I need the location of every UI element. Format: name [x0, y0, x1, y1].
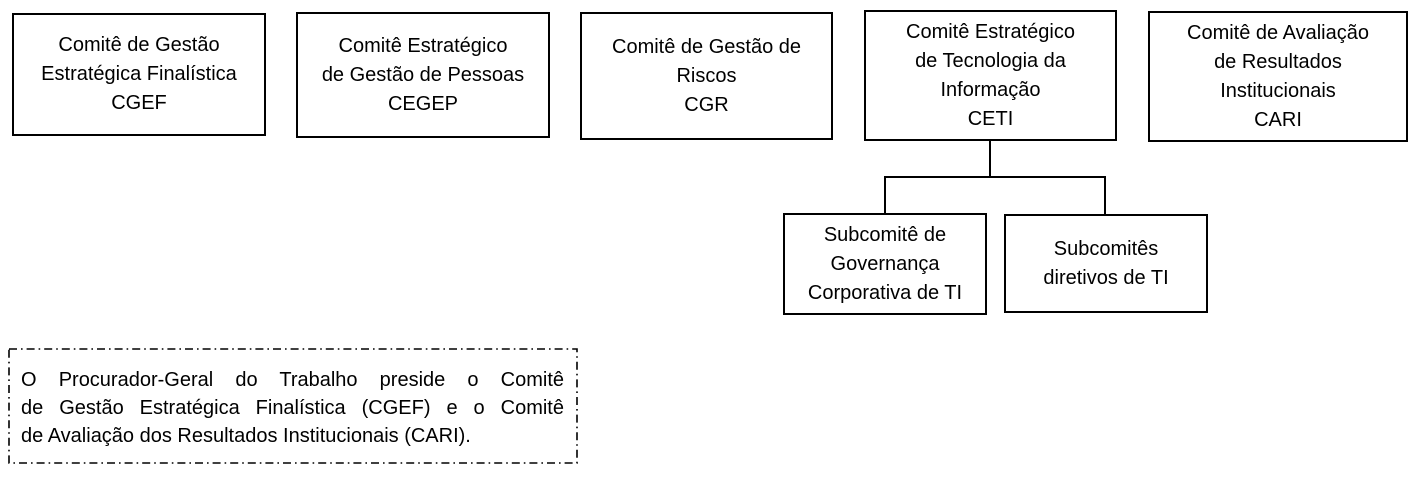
- committee-label-line: de Gestão de Pessoas: [321, 63, 525, 86]
- subcommittee-label-line: Subcomitês: [1053, 237, 1159, 260]
- committee-label-line: Institucionais: [1220, 79, 1336, 102]
- note-box-border: [8, 348, 578, 464]
- subcommittee-box-governanca-ti: Subcomitê de Governança Corporativa de T…: [783, 213, 987, 315]
- committee-label-line: Comitê de Avaliação: [1187, 21, 1369, 44]
- connector-drop-right: [1104, 177, 1106, 215]
- connector-drop-left: [884, 177, 886, 214]
- note-text-line: O Procurador-Geral do Trabalho preside o…: [21, 369, 564, 391]
- subcommittee-box-diretivos-ti: Subcomitês diretivos de TI: [1004, 214, 1208, 313]
- committee-label-line: Riscos: [676, 64, 737, 87]
- committee-box-cgef: Comitê de Gestão Estratégica Finalística…: [12, 13, 266, 136]
- subcommittee-label-line: Governança: [830, 252, 940, 275]
- connector-horizontal-bar: [884, 176, 1106, 178]
- note-text: O Procurador-Geral do Trabalho preside o…: [21, 366, 564, 450]
- committee-label-line: Estratégica Finalística: [41, 63, 237, 85]
- committee-acronym: CEGEP: [387, 92, 459, 115]
- note-text-line: de Avaliação dos Resultados Instituciona…: [21, 425, 471, 447]
- committee-acronym: CARI: [1254, 108, 1302, 131]
- committee-box-cgr: Comitê de Gestão de Riscos CGR: [580, 12, 833, 140]
- committee-label-line: Comitê Estratégico: [338, 34, 508, 57]
- committee-acronym: CGEF: [111, 92, 167, 114]
- committee-label-line: Comitê Estratégico: [906, 20, 1075, 43]
- connector-ceti-stem: [989, 140, 991, 178]
- note-text-line: de Gestão Estratégica Finalística (CGEF)…: [21, 397, 564, 419]
- committee-box-cari: Comitê de Avaliação de Resultados Instit…: [1148, 11, 1408, 142]
- committee-acronym: CETI: [967, 107, 1014, 130]
- subcommittee-label-line: diretivos de TI: [1043, 266, 1169, 289]
- committee-label-line: Comitê de Gestão: [58, 34, 220, 56]
- subcommittee-label-line: Corporativa de TI: [807, 281, 963, 304]
- committee-acronym: CGR: [684, 93, 729, 116]
- committee-label-line: Informação: [940, 78, 1041, 101]
- committee-label-line: de Resultados: [1214, 50, 1342, 73]
- committee-box-ceti: Comitê Estratégico de Tecnologia da Info…: [864, 10, 1117, 141]
- committee-label-line: Comitê de Gestão de: [612, 35, 801, 58]
- subcommittee-label-line: Subcomitê de: [823, 223, 947, 246]
- committee-box-cegep: Comitê Estratégico de Gestão de Pessoas …: [296, 12, 550, 138]
- committee-label-line: de Tecnologia da: [915, 49, 1066, 72]
